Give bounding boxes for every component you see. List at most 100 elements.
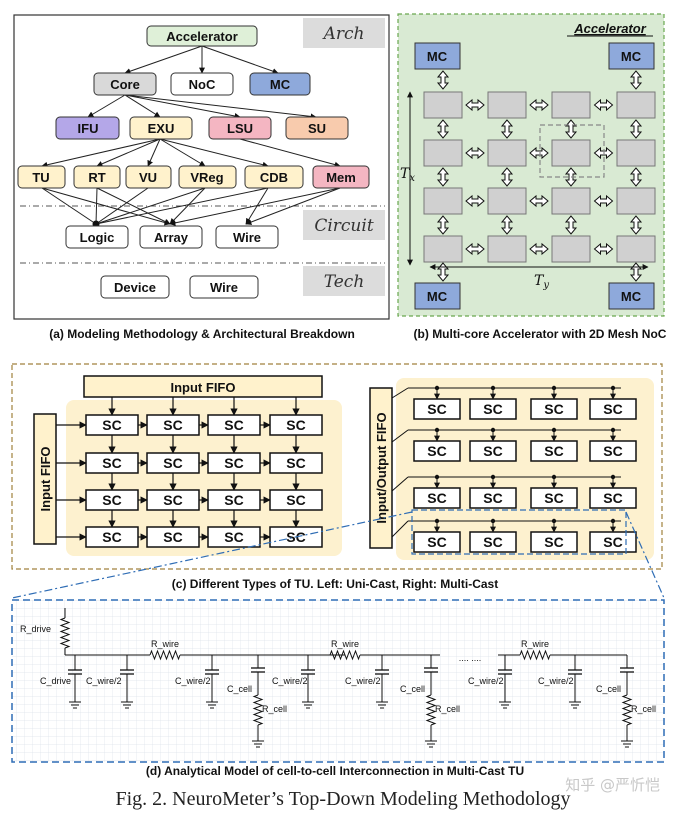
mesh-core [551,235,591,263]
bus-feed [391,476,409,492]
mesh-core [423,187,463,215]
svg-text:Input FIFO: Input FIFO [38,447,53,512]
c-cell-label: C_cell [227,684,252,694]
c-cell-label: C_cell [596,684,621,694]
svg-text:MC: MC [270,77,291,92]
sc-cell [85,526,139,548]
ty-label: Ty [534,273,549,291]
mesh-core [551,187,591,215]
sc-cell [207,414,261,436]
svg-text:Wire: Wire [233,230,261,245]
sc-label: SC [163,529,182,545]
panel-b: Accelerator MC MC MC MC Tx Ty (b) Multi-… [397,13,667,341]
sc-cell [207,489,261,511]
sc-cell [530,440,578,462]
sc-cell [469,398,517,420]
mesh-core [423,91,463,119]
node-vreg: VReg [178,165,237,189]
r-cell-label: R_cell [435,704,460,714]
sc-cell [469,531,517,553]
sc-cell [207,526,261,548]
node-cdb: CDB [244,165,304,189]
node-accelerator: Accelerator [146,25,258,47]
r-cell-label: R_cell [262,704,287,714]
svg-text:EXU: EXU [148,121,175,136]
bus-feed [391,520,409,538]
node-noc: NoC [170,72,234,96]
panel-c-frame [11,363,663,570]
node-lsu: LSU [208,116,272,140]
figure-caption: Fig. 2. NeuroMeter’s Top-Down Modeling M… [115,788,570,810]
multicast-bg [396,378,654,560]
node-wire-tech: Wire [189,275,259,299]
node-device: Device [100,275,170,299]
svg-text:Array: Array [154,230,189,245]
ellipsis: .... .... [459,653,482,663]
sc-cell [469,487,517,509]
caption-c: (c) Different Types of TU. Left: Uni-Cas… [172,577,498,591]
svg-text:Input FIFO: Input FIFO [171,380,236,395]
sc-label: SC [603,443,622,459]
sc-label: SC [102,455,121,471]
svg-text:MC: MC [621,49,642,64]
r-cell-label: R_cell [631,704,656,714]
panel-a: Arch Circuit Tech [13,14,390,341]
zoom-line-left [11,511,413,599]
node-rt: RT [73,165,121,189]
svg-text:Logic: Logic [80,230,115,245]
resistor [329,649,361,661]
node-exu: EXU [129,116,193,140]
sc-cell [530,487,578,509]
sc-label: SC [286,455,305,471]
sc-label: SC [427,490,446,506]
sc-label: SC [483,490,502,506]
sc-label: SC [224,455,243,471]
node-array: Array [139,225,203,249]
sc-cell [413,531,461,553]
mesh-core [616,235,656,263]
sc-cell [413,398,461,420]
sc-label: SC [544,534,563,550]
sc-cell [146,452,200,474]
mc-bottom-left: MC [414,282,461,310]
sc-label: SC [483,534,502,550]
mesh-core [487,139,527,167]
svg-text:VReg: VReg [190,170,223,185]
svg-text:CDB: CDB [260,170,288,185]
sc-label: SC [224,529,243,545]
mesh-core [423,139,463,167]
cap-label: C_wire/2 [468,676,504,686]
level-arch: Arch [322,24,365,44]
mesh-core [551,91,591,119]
cap-label: C_wire/2 [272,676,308,686]
sc-label: SC [427,443,446,459]
sc-cell [469,440,517,462]
mesh-core [616,139,656,167]
svg-text:IFU: IFU [78,121,99,136]
sc-label: SC [427,534,446,550]
mc-top-left: MC [414,42,461,70]
sc-cell [269,489,323,511]
sc-cell [85,414,139,436]
sc-cell [589,398,637,420]
sc-label: SC [163,492,182,508]
mesh-core [616,91,656,119]
multicast-row-highlight [411,509,627,555]
r-wire-label: R_wire [331,639,359,649]
sc-label: SC [224,417,243,433]
r-wire-label: R_wire [521,639,549,649]
mesh-core [487,187,527,215]
tx-label: Tx [400,166,415,184]
bus-feed [391,429,409,443]
sc-cell [207,452,261,474]
resistor [519,649,551,661]
cap-label: C_drive [40,676,71,686]
sc-label: SC [163,455,182,471]
mesh-grid [423,70,656,282]
node-su: SU [285,116,349,140]
tree-edges [41,45,341,226]
bus-feed [391,387,409,399]
node-mc: MC [249,72,311,96]
